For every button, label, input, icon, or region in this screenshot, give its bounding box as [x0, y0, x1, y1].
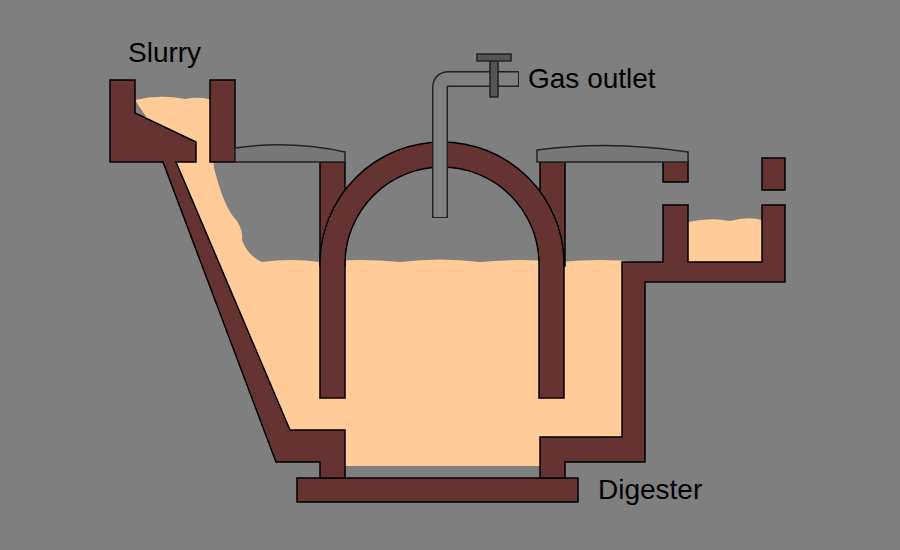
part-label: Digester [598, 473, 702, 507]
valve-handle [477, 54, 511, 61]
cover-lid [537, 145, 688, 162]
inlet-wall [110, 80, 345, 478]
outlet-wall [663, 160, 688, 182]
outlet-wall [540, 205, 785, 478]
part-label: Slurry [128, 36, 201, 70]
valve-stem [490, 60, 498, 97]
slurry [688, 218, 762, 263]
gas-pipe [440, 79, 519, 218]
base-slab [297, 478, 578, 502]
part-label: Gas outlet [528, 62, 656, 96]
inlet-wall [210, 80, 235, 162]
gas-pipe [440, 79, 518, 217]
outlet-wall [762, 158, 785, 190]
cover-lid [235, 145, 345, 162]
